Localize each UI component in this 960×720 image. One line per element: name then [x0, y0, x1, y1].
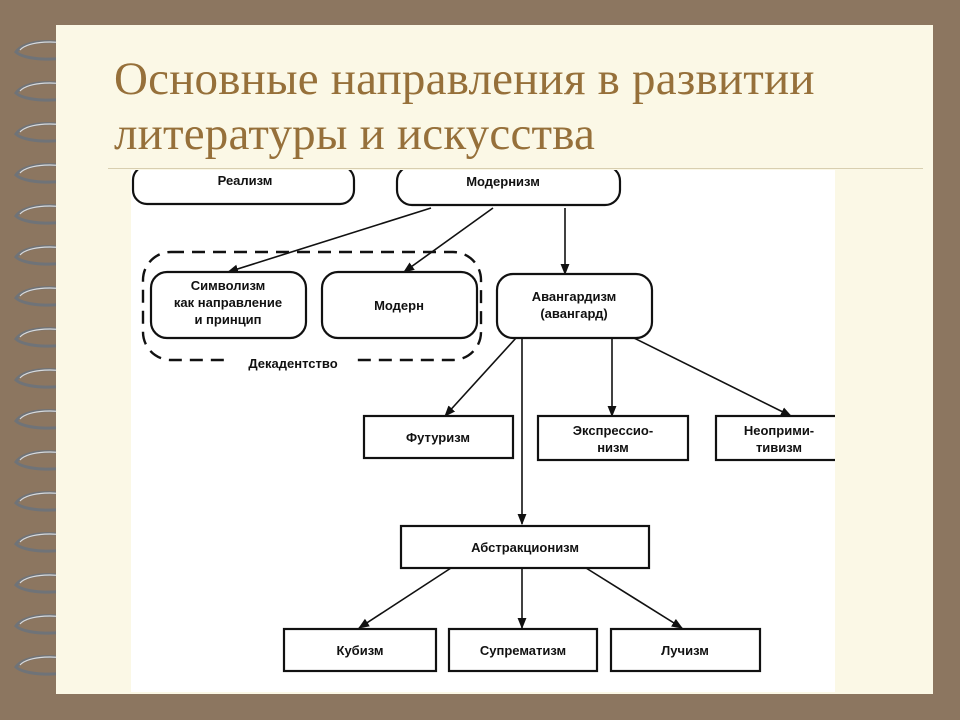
node-avantgarde-line-2: (авангард) [540, 306, 607, 321]
slide-title: Основные направления в развитии литерату… [114, 53, 815, 160]
node-realism [131, 170, 356, 206]
node-suprematism [447, 627, 599, 673]
node-cubism [282, 627, 438, 673]
node-rayonism-label: Лучизм [661, 643, 709, 658]
arrow-avantgarde-to-futurism [444, 337, 517, 417]
node-symbolism-line-1: Символизм [191, 278, 265, 293]
node-neoprimitivism [714, 414, 835, 462]
node-modernism-label: Модернизм [466, 174, 540, 189]
title-underline [108, 168, 923, 169]
node-symbolism [149, 270, 308, 340]
arrow-abstractionism-to-cubism [358, 567, 452, 629]
node-abstractionism-label: Абстракционизм [471, 540, 579, 555]
node-avantgarde [495, 272, 654, 340]
arrow-abstractionism-to-rayonism [585, 567, 683, 629]
node-suprematism-label: Супрематизм [480, 643, 566, 658]
node-realism-label: Реализм [218, 173, 273, 188]
diagram-panel: Декадентство Реализм Модернизм Символизм… [131, 170, 835, 692]
node-avantgarde-line-1: Авангардизм [532, 289, 617, 304]
node-cubism-label: Кубизм [337, 643, 384, 658]
node-expressionism [536, 414, 690, 462]
node-modern-label: Модерн [374, 298, 424, 313]
node-futurism-label: Футуризм [406, 430, 470, 445]
node-abstractionism [399, 524, 651, 570]
decadence-label: Декадентство [248, 356, 337, 371]
node-modernism [395, 170, 622, 207]
node-expressionism-line-2: низм [597, 440, 629, 455]
node-symbolism-line-3: и принцип [194, 312, 261, 327]
node-futurism [362, 414, 515, 460]
node-neoprimitivism-line-2: тивизм [756, 440, 802, 455]
literature-art-directions-diagram: Декадентство Реализм Модернизм Символизм… [131, 170, 835, 673]
decadence-label-gap [229, 355, 357, 371]
node-rayonism [609, 627, 762, 673]
node-expressionism-line-1: Экспрессио- [573, 423, 653, 438]
node-modern [320, 270, 479, 340]
arrow-modernism-to-symbolism [226, 207, 432, 274]
arrow-avantgarde-to-neoprimitivism [633, 337, 793, 417]
node-neoprimitivism-line-1: Неоприми- [744, 423, 814, 438]
arrow-modernism-to-modern [403, 207, 494, 273]
node-symbolism-line-2: как направление [174, 295, 282, 310]
